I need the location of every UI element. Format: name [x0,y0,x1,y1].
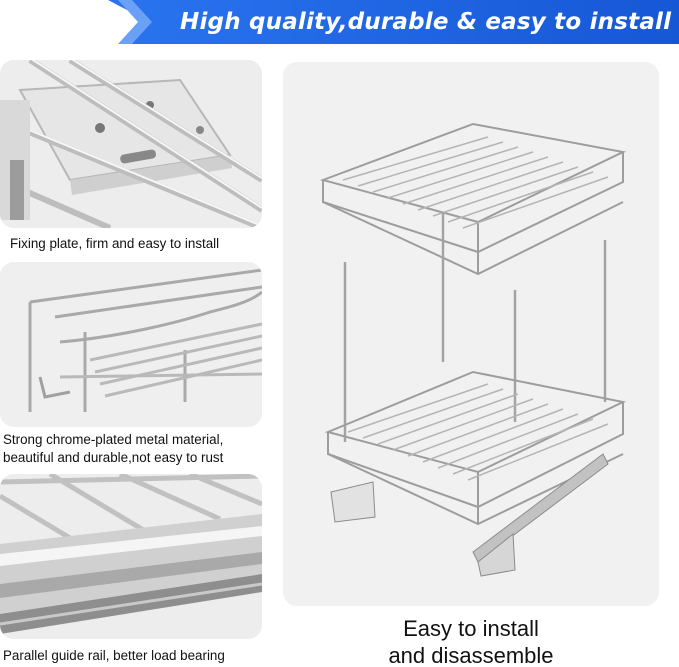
chrome-material-caption-line2: beautiful and durable,not easy to rust [3,450,224,465]
header-banner: High quality,durable & easy to install [0,0,679,44]
chrome-material-caption-line1: Strong chrome-plated metal material, [3,432,224,447]
chrome-material-image [0,262,262,427]
main-caption-line2: and disassemble [388,643,554,667]
banner-background [108,0,679,44]
main-caption-line1: Easy to install [403,616,539,641]
guide-rail-caption: Parallel guide rail, better load bearing [3,648,225,663]
fixing-plate-image [0,60,262,228]
guide-rail-image [0,474,262,639]
fixing-plate-caption: Fixing plate, firm and easy to install [10,236,220,251]
product-exploded-image [283,62,659,606]
banner-title: High quality,durable & easy to install [180,9,672,35]
